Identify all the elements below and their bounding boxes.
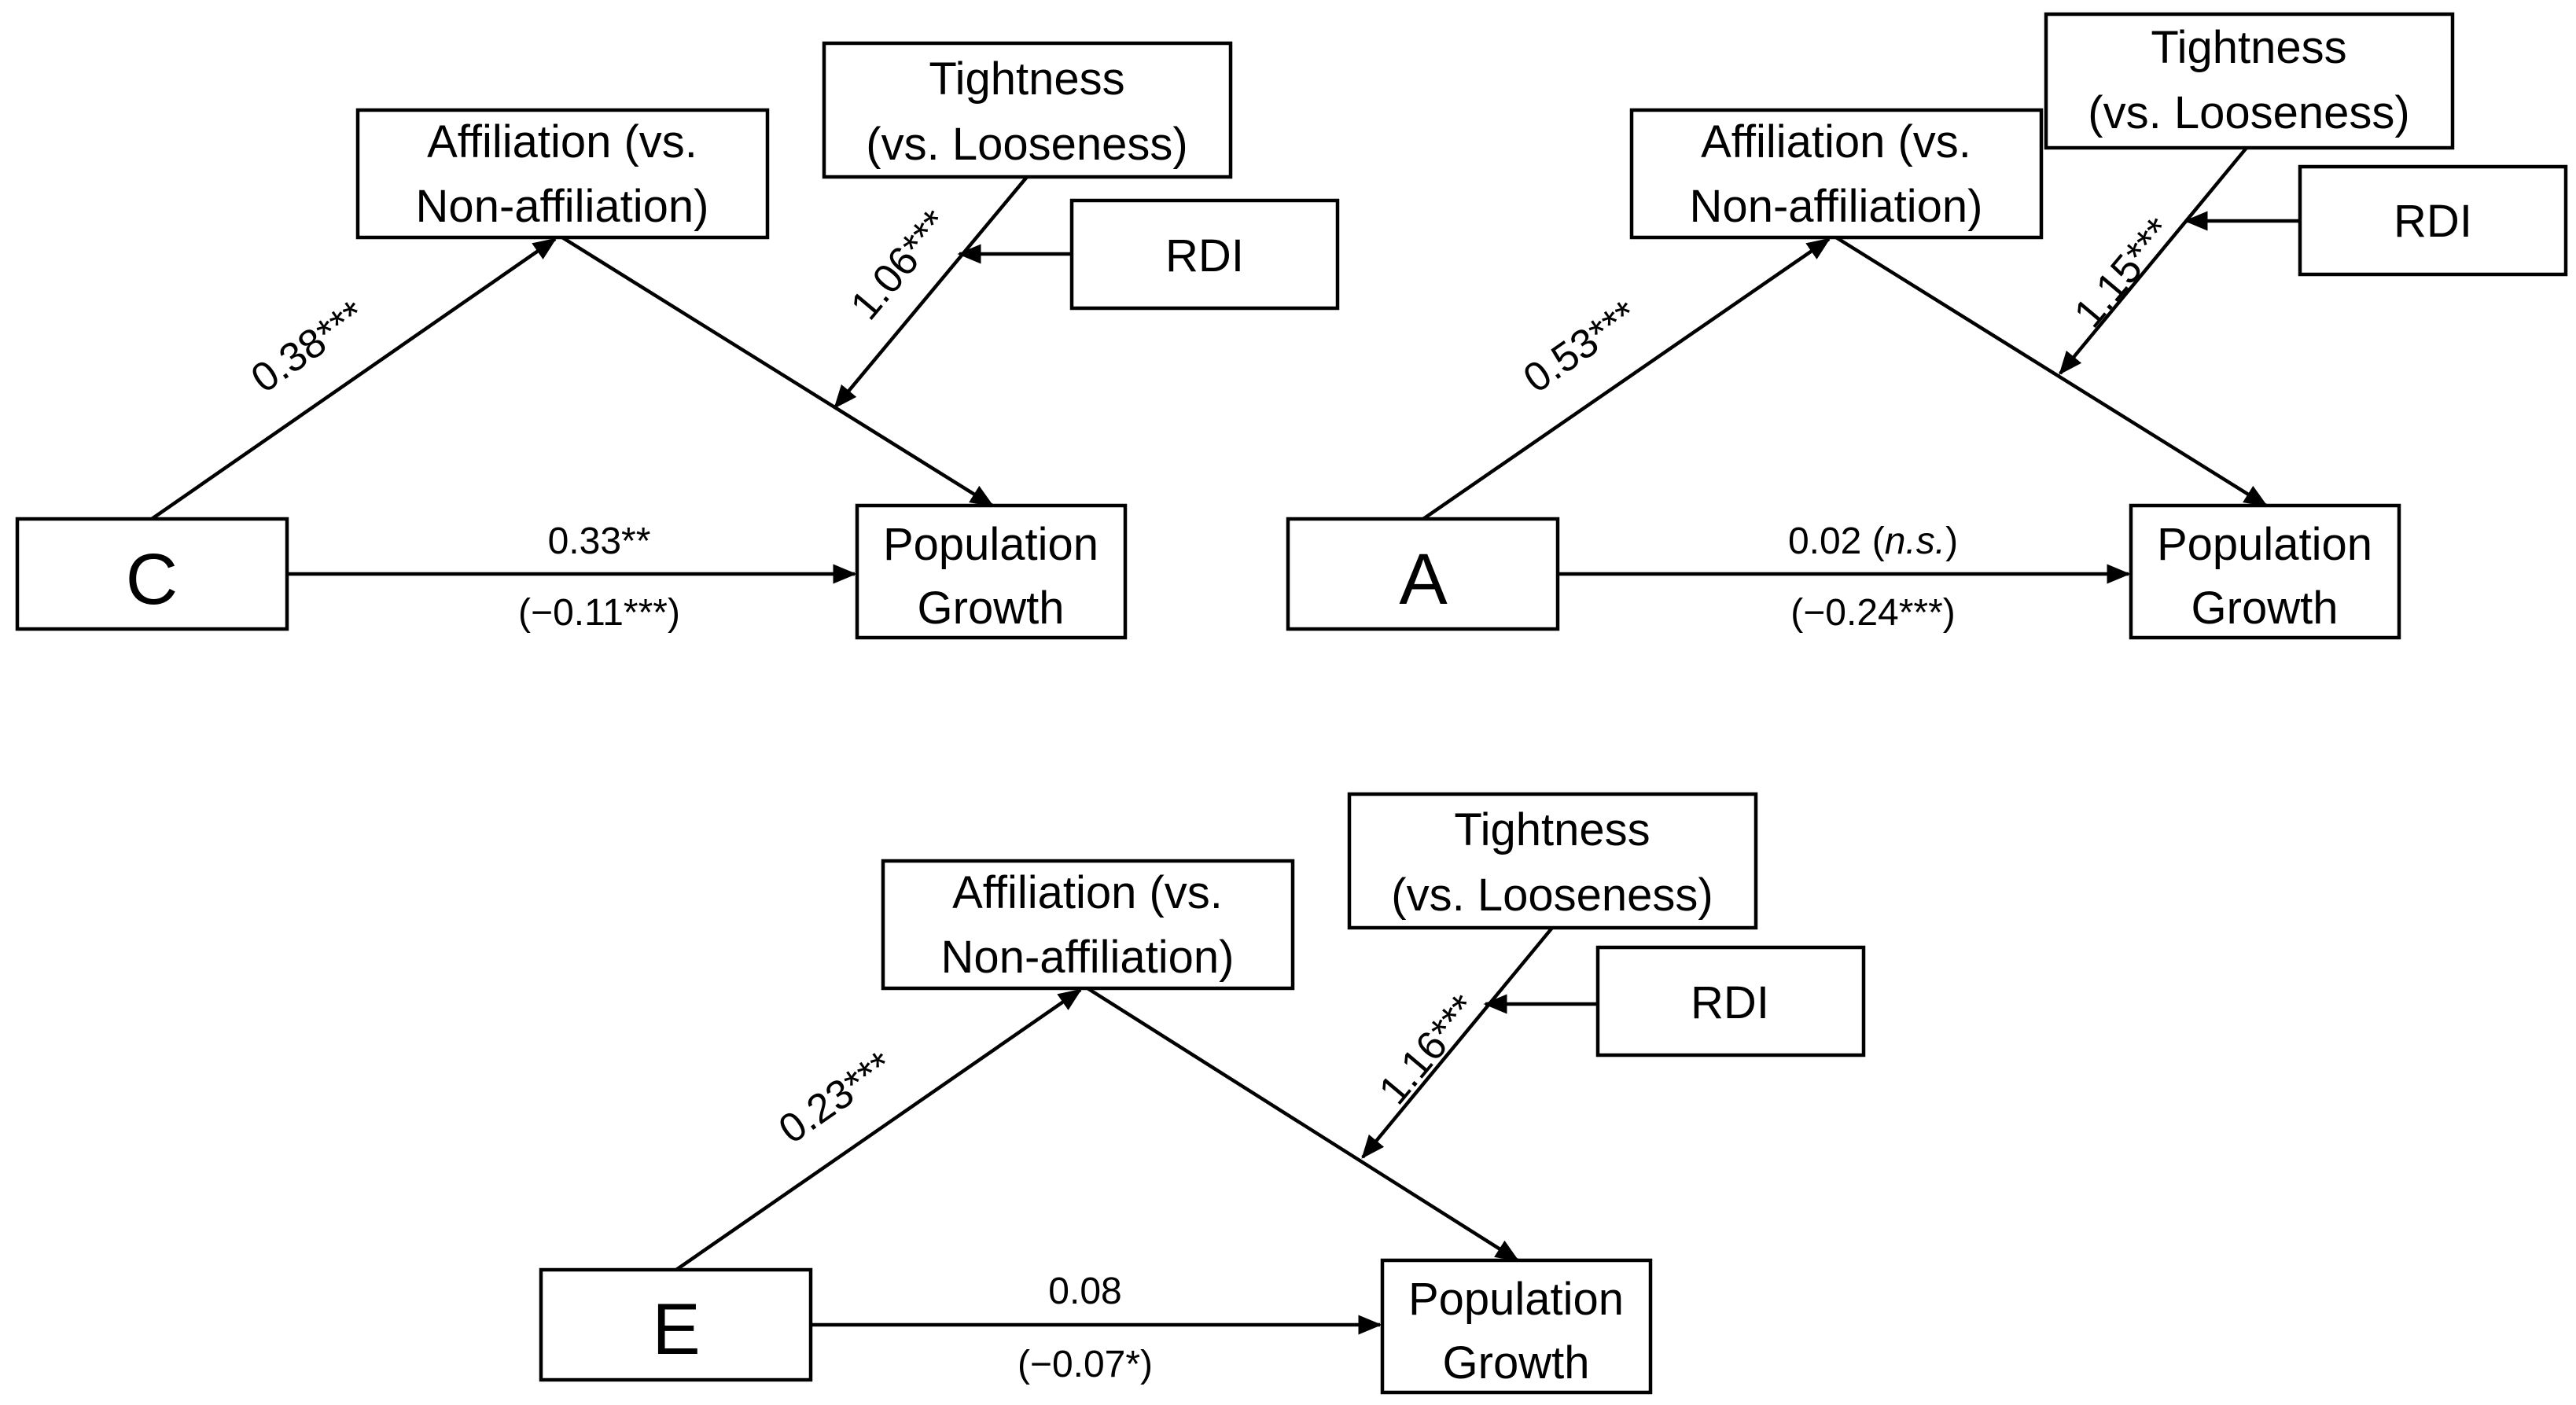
moderator-box: [2044, 12, 2455, 150]
path-a-arrow: [1422, 237, 1831, 520]
moderator-box: [1347, 792, 1758, 930]
coef-b: 1.06***: [842, 201, 959, 328]
coef-a: 0.23***: [771, 1043, 901, 1153]
predictor-label: A: [1399, 539, 1448, 620]
rdi-label: RDI: [2394, 196, 2472, 247]
moderator-label-line2: (vs. Looseness): [866, 119, 1187, 170]
path-a-arrow: [150, 237, 558, 520]
panel-c: C Affiliation (vs. Non-affiliation) Tigh…: [15, 41, 1340, 640]
outcome-box: [855, 503, 1128, 640]
mediator-box: [355, 108, 770, 240]
rdi-box: [1069, 198, 1340, 311]
moderator-label-line2: (vs. Looseness): [2088, 87, 2409, 138]
panel-a: A Affiliation (vs. Non-affiliation) Tigh…: [1286, 12, 2568, 640]
rdi-label: RDI: [1691, 977, 1769, 1028]
predictor-box: [539, 1267, 813, 1382]
mediator-box: [881, 859, 1295, 991]
predictor-box: [15, 517, 289, 631]
coef-total: (−0.24***): [1790, 592, 1955, 634]
rdi-box: [1595, 945, 1866, 1057]
coef-direct: 0.33**: [548, 520, 651, 562]
outcome-label-line1: Population: [2157, 519, 2372, 570]
coef-total: (−0.07*): [1018, 1344, 1153, 1385]
coef-b: 1.15***: [2066, 209, 2183, 336]
coef-a: 0.53***: [1515, 292, 1646, 402]
mediator-label-line1: Affiliation (vs.: [952, 867, 1223, 918]
mediator-label-line1: Affiliation (vs.: [1701, 116, 1971, 167]
mediator-label-line2: Non-affiliation): [1690, 181, 1983, 232]
coef-a: 0.38***: [243, 292, 374, 402]
mediator-box: [1629, 108, 2044, 240]
panel-e: E Affiliation (vs. Non-affiliation) Tigh…: [539, 792, 1866, 1395]
coef-total: (−0.11***): [518, 592, 680, 634]
rdi-label: RDI: [1165, 230, 1244, 281]
outcome-label-line1: Population: [1408, 1274, 1624, 1325]
outcome-label-line2: Growth: [2191, 583, 2339, 634]
moderation-arrow: [834, 175, 1029, 409]
mediator-label-line1: Affiliation (vs.: [427, 116, 697, 167]
outcome-box: [1380, 1258, 1653, 1395]
outcome-label-line1: Population: [883, 519, 1098, 570]
coef-direct: 0.08: [1048, 1271, 1121, 1312]
path-a-arrow: [675, 988, 1083, 1271]
coef-b: 1.16***: [1371, 986, 1488, 1113]
moderator-label-line2: (vs. Looseness): [1391, 870, 1713, 921]
moderator-label-line1: Tightness: [1454, 804, 1650, 855]
path-b-arrow: [1834, 236, 2269, 507]
moderator-box: [822, 41, 1233, 179]
outcome-label-line2: Growth: [918, 583, 1065, 634]
predictor-label: E: [652, 1289, 700, 1370]
predictor-box: [1286, 517, 1560, 631]
moderation-arrow: [1361, 926, 1554, 1159]
mediator-label-line2: Non-affiliation): [941, 932, 1235, 983]
moderation-arrow: [2059, 146, 2248, 375]
predictor-label: C: [126, 539, 178, 620]
coef-direct: 0.02 (n.s.): [1788, 520, 1958, 562]
path-b-arrow: [1086, 987, 1520, 1262]
moderator-label-line1: Tightness: [929, 53, 1124, 105]
mediator-label-line2: Non-affiliation): [416, 181, 709, 232]
path-b-arrow: [561, 236, 995, 507]
outcome-label-line2: Growth: [1443, 1337, 1590, 1388]
moderator-label-line1: Tightness: [2151, 22, 2346, 73]
